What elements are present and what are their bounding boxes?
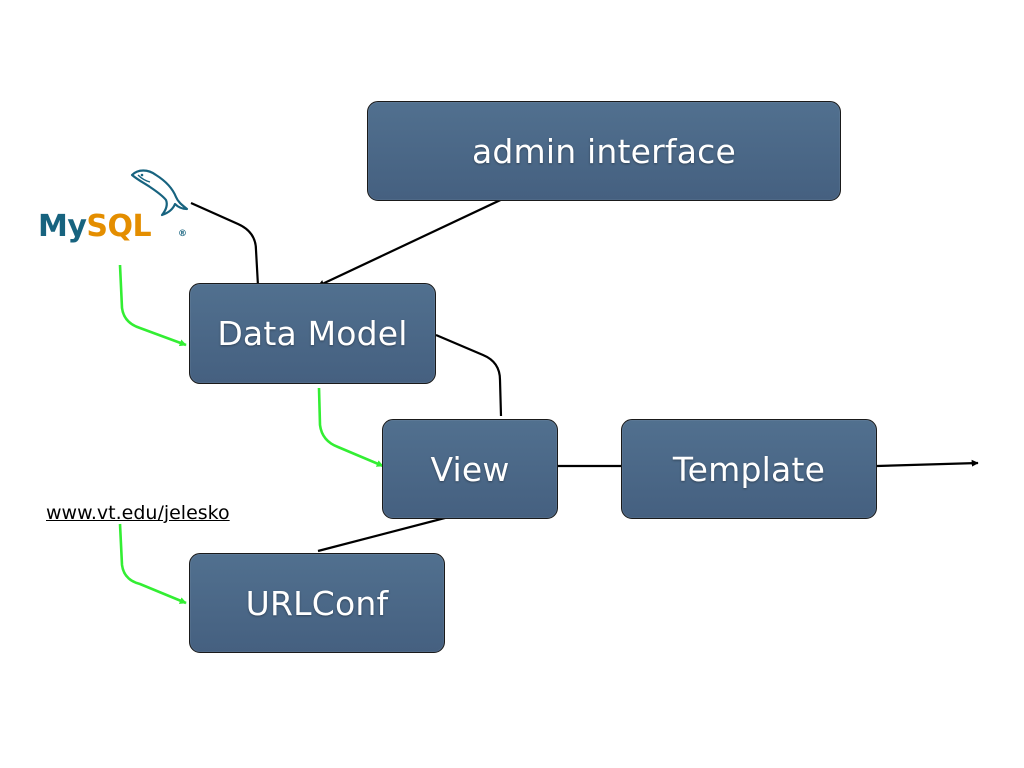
model-to-view-arrow <box>317 387 384 468</box>
mysql-logo: MySQL ® <box>36 165 196 250</box>
template-label: Template <box>672 449 826 489</box>
admin-interface-label: admin interface <box>471 131 737 171</box>
model-view-line <box>435 333 503 417</box>
view-node: View <box>382 419 558 519</box>
data-model-label: Data Model <box>217 314 408 353</box>
mysql-wordmark-sql: SQL <box>86 209 152 244</box>
view-label: View <box>430 449 510 489</box>
mysql-model-line <box>190 201 260 287</box>
url-to-urlconf-arrow <box>118 523 187 605</box>
template-node: Template <box>621 419 877 519</box>
data-model-node: Data Model <box>189 283 436 384</box>
mysql-wordmark: MySQL <box>38 209 152 244</box>
registered-mark: ® <box>178 229 187 239</box>
dolphin-icon <box>130 169 189 217</box>
urlconf-node: URLConf <box>189 553 445 653</box>
admin-interface-node: admin interface <box>367 101 841 201</box>
urlconf-label: URLConf <box>245 583 389 623</box>
mysql-to-model-arrow <box>118 264 187 347</box>
template-output-arrow <box>876 459 979 468</box>
url-label: www.vt.edu/jelesko <box>46 502 230 524</box>
mysql-wordmark-my: My <box>38 209 87 244</box>
